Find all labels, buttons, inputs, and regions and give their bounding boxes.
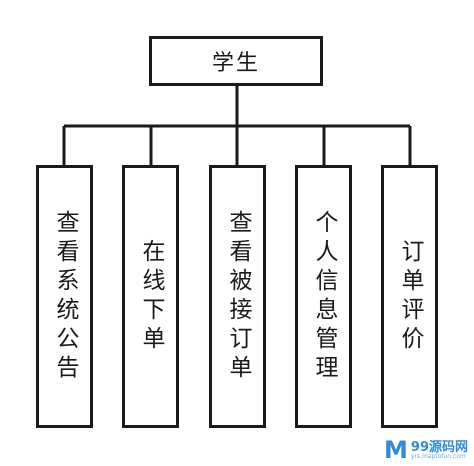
child-node-label: 查看系统公告 [52, 209, 78, 384]
root-node-label: 学生 [211, 51, 260, 76]
child-node-label: 订单评价 [397, 238, 423, 355]
root-node: 学生 [149, 36, 323, 86]
watermark-logo-icon: M [384, 436, 408, 464]
child-node-label: 在线下单 [138, 238, 164, 355]
watermark-subtext: yrs.maptofun.com [410, 452, 466, 460]
watermark-text: 99源码网 [410, 439, 468, 455]
child-node-place-order: 在线下单 [122, 165, 179, 428]
child-node-order-review: 订单评价 [381, 165, 438, 428]
child-node-view-announcements: 查看系统公告 [36, 165, 93, 428]
watermark: M 99源码网 yrs.maptofun.com [384, 438, 468, 462]
child-node-label: 个人信息管理 [311, 209, 337, 384]
child-node-personal-info: 个人信息管理 [295, 165, 352, 428]
child-node-view-accepted-orders: 查看被接订单 [209, 165, 266, 428]
child-node-label: 查看被接订单 [225, 209, 251, 384]
